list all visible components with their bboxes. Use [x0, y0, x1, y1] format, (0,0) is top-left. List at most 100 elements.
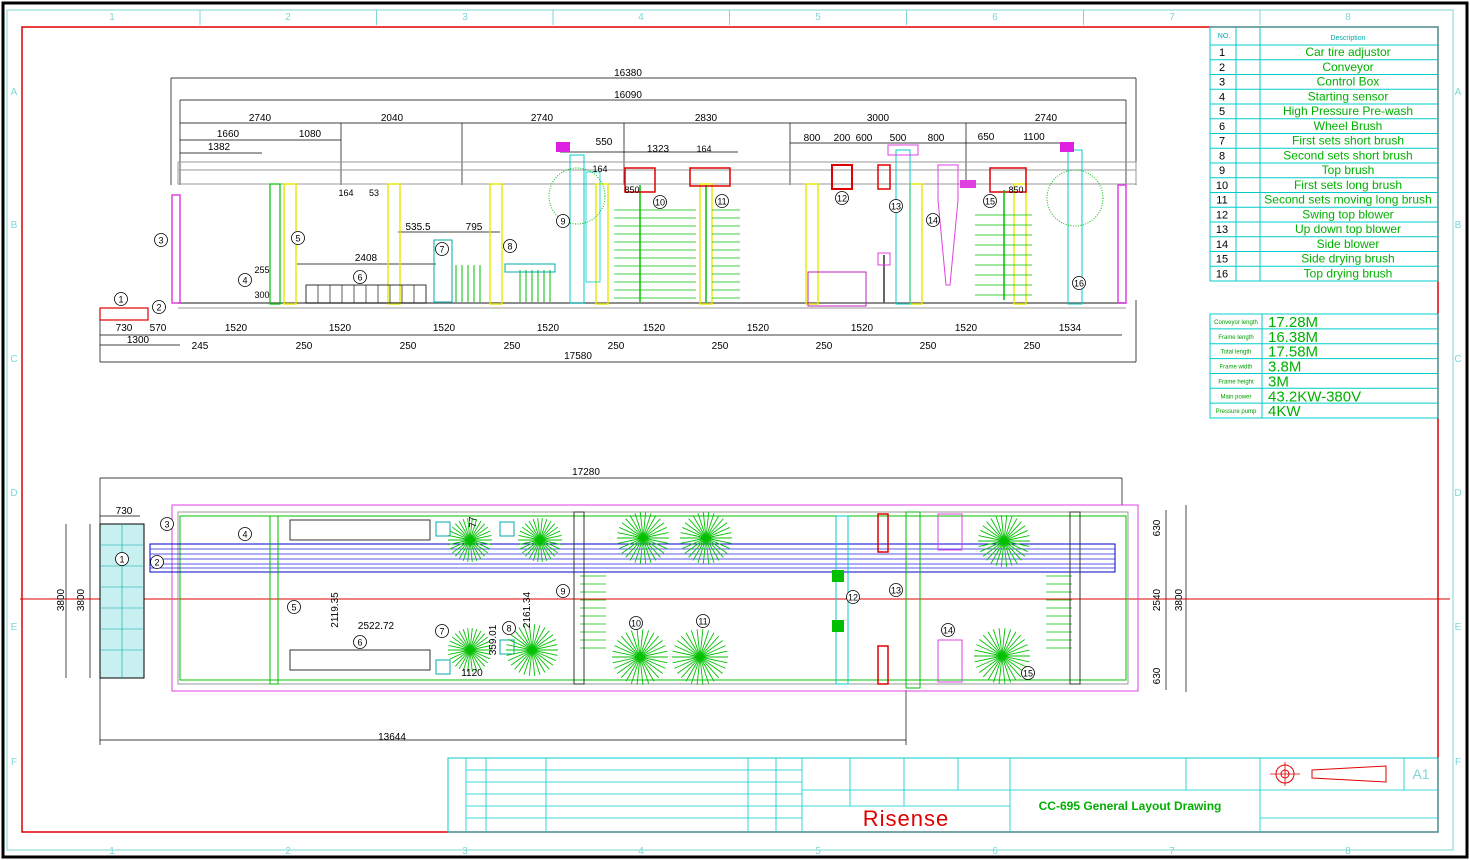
legend-item-desc: Side drying brush — [1301, 252, 1394, 266]
svg-text:5: 5 — [295, 234, 300, 244]
grid-col-label: 4 — [638, 12, 644, 23]
dim-359-01: 359.01 — [488, 624, 499, 655]
brush-icon — [974, 628, 1030, 684]
dim-245: 245 — [192, 341, 209, 352]
dim-250-f: 250 — [816, 341, 833, 352]
svg-text:13: 13 — [891, 202, 901, 212]
dim-16380: 16380 — [614, 68, 642, 79]
grid-col-label: 3 — [462, 12, 468, 23]
dim-17280: 17280 — [572, 467, 600, 478]
spec-label: Frame height — [1218, 379, 1254, 385]
grid-col-label: 2 — [285, 846, 291, 857]
dim-850-b: 850 — [1008, 185, 1023, 195]
legend-item-number: 1 — [1219, 47, 1225, 59]
dim-800-a: 800 — [804, 133, 821, 144]
svg-text:10: 10 — [655, 198, 665, 208]
grid-row-label: E — [1455, 622, 1462, 633]
dim-2740-a: 2740 — [249, 113, 272, 124]
brush-icon — [506, 624, 558, 676]
dim-1382: 1382 — [208, 142, 231, 153]
callout-10: 10 — [653, 195, 667, 209]
dim-630-b: 630 — [1152, 667, 1163, 684]
svg-text:3: 3 — [164, 520, 169, 530]
svg-text:5: 5 — [291, 603, 296, 613]
grid-row-label: F — [1455, 757, 1461, 768]
legend-item-number: 16 — [1216, 268, 1228, 280]
dim-1520-a: 1520 — [225, 323, 248, 334]
callout-6: 6 — [353, 270, 367, 284]
callout-8: 8 — [502, 621, 516, 635]
legend-item-desc: First sets long brush — [1294, 178, 1402, 192]
callout-4: 4 — [238, 273, 252, 287]
dim-2161-34: 2161.34 — [522, 591, 533, 628]
legend-item-number: 2 — [1219, 62, 1225, 74]
dim-1520-e: 1520 — [643, 323, 666, 334]
legend-header-no: NO. — [1218, 33, 1231, 40]
dim-570: 570 — [150, 323, 167, 334]
legend-item-desc: Car tire adjustor — [1305, 45, 1390, 59]
dim-53: 53 — [369, 188, 379, 198]
grid-row-label: F — [11, 757, 17, 768]
svg-text:7: 7 — [439, 245, 444, 255]
dim-2040: 2040 — [381, 113, 404, 124]
callout-14: 14 — [926, 213, 940, 227]
legend-item-number: 11 — [1216, 195, 1227, 207]
dim-850-a: 850 — [624, 185, 639, 195]
dim-2830: 2830 — [695, 113, 718, 124]
grid-col-label: 8 — [1345, 12, 1351, 23]
legend-item-number: 3 — [1219, 77, 1225, 89]
spec-value: 43.2KW-380V — [1268, 388, 1361, 405]
dim-17580: 17580 — [564, 351, 592, 362]
dim-250-h: 250 — [1024, 341, 1041, 352]
legend-item-desc: Up down top blower — [1295, 222, 1401, 236]
dim-250-g: 250 — [920, 341, 937, 352]
grid-col-label: 2 — [285, 12, 291, 23]
side-view: 16380 16090 2740 2040 2740 2830 3000 274… — [99, 68, 1137, 363]
legend-item-desc: Starting sensor — [1308, 89, 1389, 103]
sheet-size: A1 — [1412, 766, 1429, 782]
dim-250-c: 250 — [504, 341, 521, 352]
spec-label: Pressure pump — [1216, 409, 1257, 415]
callout-1: 1 — [114, 292, 128, 306]
legend-item-desc: High Pressure Pre-wash — [1283, 104, 1413, 118]
brush-icon — [978, 515, 1030, 567]
grid-row-label: C — [10, 354, 17, 365]
svg-text:2: 2 — [154, 558, 159, 568]
legend-item-desc: Top brush — [1322, 163, 1375, 177]
legend-item-desc: Second sets short brush — [1283, 148, 1412, 162]
callout-15: 15 — [983, 194, 997, 208]
spec-label: Total length — [1221, 350, 1252, 356]
dim-535-5: 535.5 — [405, 222, 430, 233]
callout-7: 7 — [435, 624, 449, 638]
spec-label: Conveyor length — [1214, 320, 1258, 326]
dim-1660: 1660 — [217, 129, 240, 140]
dim-650: 650 — [978, 132, 995, 143]
dim-1520-c: 1520 — [433, 323, 456, 334]
dim-300: 300 — [254, 290, 269, 300]
svg-text:11: 11 — [717, 197, 726, 207]
dim-250-b: 250 — [400, 341, 417, 352]
grid-row-label: D — [1454, 488, 1461, 499]
dim-1520-h: 1520 — [955, 323, 978, 334]
spec-value: 3M — [1268, 373, 1289, 390]
dim-1520-g: 1520 — [851, 323, 874, 334]
dim-800-b: 800 — [928, 133, 945, 144]
dim-255: 255 — [254, 265, 269, 275]
legend-item-number: 7 — [1219, 136, 1225, 148]
brush-icon — [448, 518, 492, 562]
dim-1100: 1100 — [1023, 132, 1045, 143]
grid-col-label: 6 — [992, 12, 998, 23]
legend-item-desc: First sets short brush — [1292, 134, 1404, 148]
spec-value: 4KW — [1268, 403, 1301, 420]
legend-item-number: 13 — [1216, 224, 1228, 236]
dim-500: 500 — [890, 133, 907, 144]
callout-2: 2 — [150, 555, 164, 569]
legend-item-desc: Side blower — [1317, 237, 1380, 251]
brush-icon — [617, 512, 669, 564]
callout-1: 1 — [115, 552, 129, 566]
grid-col-label: 3 — [462, 846, 468, 857]
svg-text:12: 12 — [837, 194, 847, 204]
drawing-title: CC-695 General Layout Drawing — [1039, 799, 1222, 813]
